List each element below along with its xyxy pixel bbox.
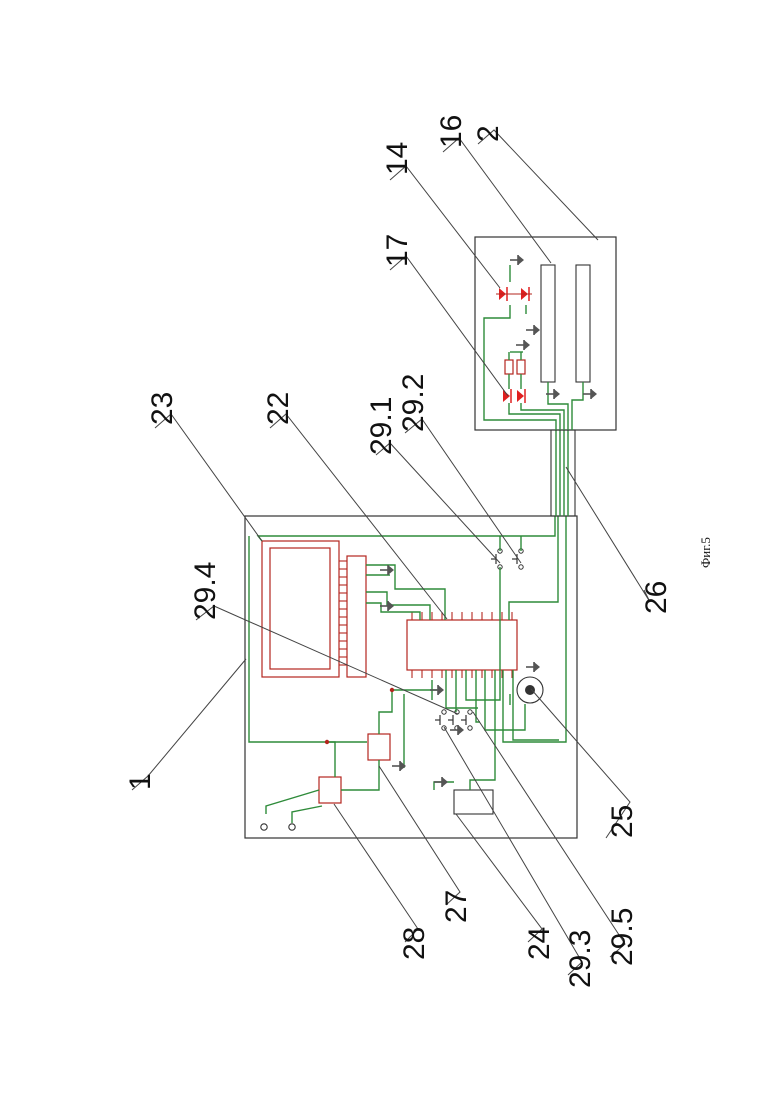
strip-16-a	[541, 265, 555, 382]
connector-24	[454, 790, 493, 814]
block-2-wiring	[484, 265, 583, 430]
block-2-frame	[475, 237, 616, 430]
label-2: 2	[472, 125, 505, 142]
strip-16-b	[576, 265, 590, 382]
label-16: 16	[435, 115, 468, 148]
label-14: 14	[381, 142, 414, 175]
labels: 2 16 14 17 23 22 29.1 29.2 26 1 29.4 25 …	[124, 115, 673, 988]
display-23	[262, 541, 366, 677]
label-26: 26	[640, 581, 673, 614]
buzzer-25	[517, 677, 543, 703]
switch-29-5	[461, 710, 472, 730]
label-23: 23	[146, 392, 179, 425]
label-25: 25	[606, 805, 639, 838]
led-pair-14	[496, 287, 532, 301]
label-1: 1	[124, 773, 157, 790]
label-22: 22	[262, 392, 295, 425]
power-terminals	[261, 824, 295, 830]
component-28	[319, 777, 341, 803]
label-28: 28	[398, 927, 431, 960]
label-27: 27	[440, 890, 473, 923]
component-27	[368, 734, 390, 760]
figure-caption: Фиг.5	[698, 537, 713, 568]
label-17: 17	[381, 234, 414, 267]
label-29-1: 29.1	[365, 397, 398, 455]
label-29-5: 29.5	[606, 908, 639, 966]
label-29-2: 29.2	[397, 374, 430, 432]
cable-26	[551, 430, 575, 516]
ground-symbols-block-2	[510, 255, 597, 399]
label-24: 24	[523, 927, 556, 960]
label-29-4: 29.4	[189, 562, 222, 620]
label-29-3: 29.3	[564, 930, 597, 988]
